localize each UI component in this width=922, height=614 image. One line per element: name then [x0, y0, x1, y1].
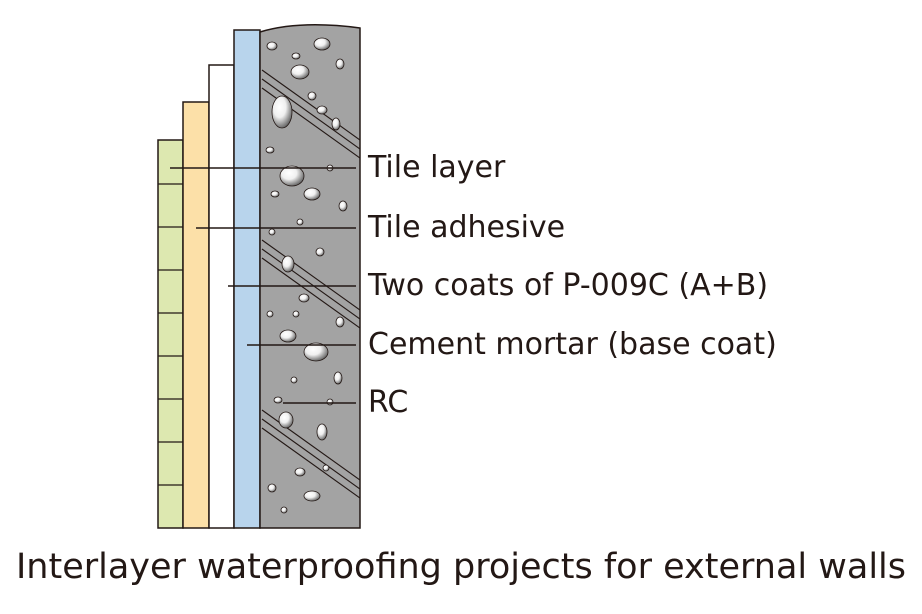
aggregate-void: [335, 58, 345, 70]
aggregate-void: [326, 398, 334, 406]
aggregate-void: [335, 316, 345, 328]
aggregate-void: [268, 228, 276, 236]
aggregate-void: [279, 165, 305, 187]
aggregate-void: [279, 329, 297, 343]
rc-hatch-line: [261, 409, 360, 481]
label-waterproof-coating: Two coats of P-009C (A+B): [368, 268, 769, 303]
tile-adhesive-layer: [182, 101, 210, 529]
tile-layer: [157, 139, 184, 529]
aggregate-void: [265, 146, 275, 154]
aggregate-void: [278, 411, 294, 429]
label-rc: RC: [368, 385, 409, 420]
aggregate-void: [322, 464, 330, 472]
aggregate-void: [316, 423, 328, 441]
tile-layer-body: [157, 139, 184, 529]
waterproof-coating-layer: [208, 64, 235, 529]
diagram-caption: Interlayer waterproofing projects for ex…: [15, 547, 907, 587]
tile-joints: [158, 183, 183, 486]
aggregate-void: [271, 95, 293, 129]
aggregate-void: [294, 467, 306, 477]
aggregate-void: [307, 91, 317, 101]
aggregate-void: [292, 310, 300, 318]
rc-hatch-line: [261, 239, 360, 311]
rc-hatch-line: [261, 427, 360, 499]
aggregate-void: [303, 342, 329, 362]
aggregate-void: [291, 52, 301, 60]
aggregate-void: [303, 187, 321, 201]
aggregate-void: [281, 255, 295, 273]
label-tile-layer: Tile layer: [368, 150, 506, 185]
aggregate-void: [313, 37, 331, 51]
leader-lines: [170, 167, 356, 404]
rc-aggregate-voids: [265, 37, 348, 514]
label-cement-mortar: Cement mortar (base coat): [368, 327, 777, 362]
aggregate-void: [333, 371, 343, 385]
aggregate-void: [331, 117, 341, 131]
aggregate-void: [280, 506, 288, 514]
aggregate-void: [316, 105, 328, 115]
aggregate-void: [290, 376, 298, 384]
aggregate-void: [267, 483, 277, 493]
cement-mortar-layer: [233, 29, 261, 529]
rc-hatch-line: [261, 69, 360, 141]
aggregate-void: [315, 247, 325, 257]
aggregate-void: [298, 293, 310, 303]
aggregate-void: [273, 396, 283, 404]
rc-hatch-line: [261, 248, 360, 320]
aggregate-void: [266, 41, 278, 51]
rc-hatch-line: [261, 78, 360, 150]
aggregate-void: [290, 64, 310, 80]
aggregate-void: [266, 310, 274, 318]
aggregate-void: [338, 200, 348, 212]
label-tile-adhesive: Tile adhesive: [368, 210, 566, 245]
aggregate-void: [303, 490, 321, 502]
rc-layer: [259, 24, 361, 529]
aggregate-void: [296, 218, 304, 226]
aggregate-void: [270, 190, 280, 198]
rc-hatch-line: [261, 418, 360, 490]
rc-hatch-line: [261, 257, 360, 329]
